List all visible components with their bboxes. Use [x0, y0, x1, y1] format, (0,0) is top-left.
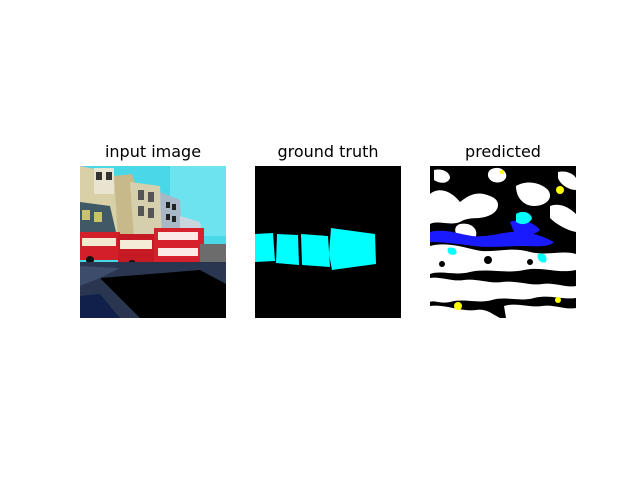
input-photo-icon	[80, 166, 226, 318]
ground-truth-mask	[255, 166, 401, 318]
panel-title-ground-truth: ground truth	[277, 142, 379, 161]
input-image	[80, 166, 226, 318]
predicted-mask	[430, 166, 576, 318]
panel-title-predicted: predicted	[465, 142, 541, 161]
panel-ground-truth: ground truth	[255, 141, 401, 318]
predicted-mask-icon	[430, 166, 576, 318]
panel-predicted: predicted	[430, 141, 576, 318]
panel-title-input-image: input image	[104, 142, 202, 161]
panel-input-image: input image	[80, 141, 226, 318]
ground-truth-mask-icon	[255, 166, 401, 318]
